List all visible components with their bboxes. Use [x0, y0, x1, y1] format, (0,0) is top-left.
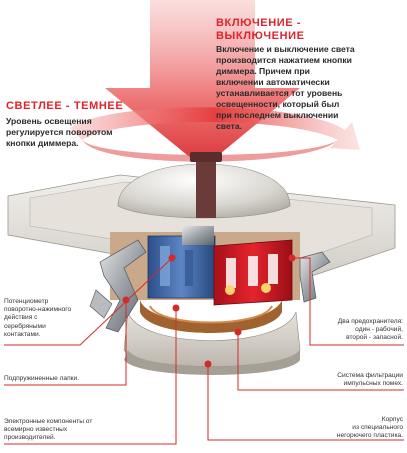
spring-leg-left: [99, 239, 147, 333]
on-off-text-line: Включение и выключение света: [216, 44, 355, 54]
callout-line: импульсных помех.: [343, 380, 403, 388]
brightness-text-line: регулируется поворотом: [6, 127, 113, 137]
callout-line: Потенциометр: [4, 298, 49, 305]
spring-leg-right: [299, 251, 331, 303]
callout-line: один - рабочий,: [355, 326, 403, 334]
callout-line: производителей.: [4, 434, 56, 442]
leader-spring-legs: [4, 302, 127, 386]
callout-line: Электронные компоненты от: [4, 418, 93, 425]
callout-fuses: Два предохранителя: один - рабочий, втор…: [293, 318, 403, 343]
leader-filter: [237, 334, 404, 391]
callout-line: Корпус: [381, 416, 403, 423]
on-off-text-line: включении автоматически: [216, 77, 330, 87]
on-off-text-line: устанавливается тот уровень: [216, 88, 343, 98]
callout-housing: Корпус из специального негорючего пласти…: [293, 416, 403, 441]
rotate-ring-arrow: [70, 107, 360, 150]
callout-line: Подпружиненные лапки.: [4, 375, 80, 382]
brightness-text-line: Уровень освещения: [6, 116, 92, 126]
callout-line: контактами.: [4, 330, 41, 338]
leader-fuses: [292, 257, 404, 346]
callout-line: поворотно-нажимного: [4, 306, 72, 314]
callout-line: второй - запасной.: [346, 334, 403, 342]
on-off-title-line2: ВЫКЛЮЧЕНИЕ: [216, 30, 305, 42]
callout-line: Два предохранителя:: [337, 318, 403, 325]
callout-line: серебряными: [4, 322, 46, 330]
brightness-title: СВЕТЛЕЕ - ТЕМНЕЕ: [6, 100, 124, 112]
callout-electronics: Электронные компоненты от всемирно извес…: [4, 418, 134, 443]
callout-line: всемирно известных: [4, 426, 68, 434]
callout-potentiometer: Потенциометр поворотно-нажимного действи…: [4, 298, 114, 339]
callout-line: из специального: [352, 424, 403, 432]
on-off-text-line: производится нажатием кнопки: [216, 55, 352, 65]
callout-line: Система фильтрации: [337, 372, 403, 379]
callout-line: негорючего пластика.: [336, 432, 403, 440]
on-off-description: Включение и выключение света производитс…: [216, 44, 406, 132]
on-off-text-line: освещенности, который был: [216, 99, 340, 109]
on-off-title-line1: ВКЛЮЧЕНИЕ -: [216, 17, 302, 29]
press-arrow: [105, 0, 300, 168]
knob-shaft: [196, 158, 216, 218]
brightness-text-line: кнопки диммера.: [6, 138, 79, 148]
callout-filter: Система фильтрации импульсных помех.: [293, 372, 403, 388]
callout-spring-legs: Подпружиненные лапки.: [4, 375, 124, 383]
leader-electronics: [4, 310, 177, 445]
brightness-description: Уровень освещения регулируется поворотом…: [6, 116, 156, 149]
callout-line: действия с: [4, 314, 38, 322]
on-off-text-line: диммера. Причем при: [216, 66, 310, 76]
on-off-title: ВКЛЮЧЕНИЕ - ВЫКЛЮЧЕНИЕ: [216, 17, 305, 43]
leader-housing: [207, 366, 404, 441]
on-off-text-line: света.: [216, 121, 242, 131]
on-off-text-line: при последнем выключении: [216, 110, 339, 120]
